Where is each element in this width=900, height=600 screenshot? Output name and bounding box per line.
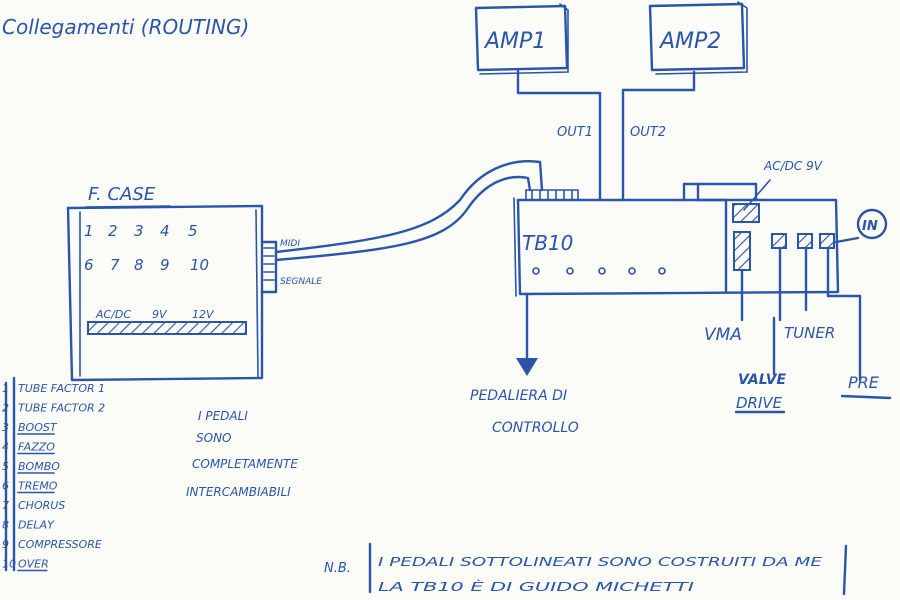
tb10-power-label: AC/DC 9V <box>763 159 823 173</box>
fcase-label: F. CASE <box>88 184 156 205</box>
pedal-name: TUBE FACTOR 2 <box>18 402 105 415</box>
fcase-slot-9: 9 <box>160 256 170 274</box>
tb10-knob-5 <box>658 267 666 275</box>
tb10-label: TB10 <box>522 231 573 255</box>
fcase-slot-6: 6 <box>84 256 94 274</box>
tb10-knob-2 <box>566 267 574 275</box>
pedal-name: DELAY <box>18 519 55 532</box>
pedal-number: 10 <box>2 558 16 571</box>
input-label: IN <box>862 219 878 234</box>
tb10-midi-port <box>525 189 579 201</box>
pedal-number: 8 <box>2 519 9 532</box>
pedal-number: 1 <box>2 382 9 395</box>
nb-prefix: N.B. <box>324 561 351 576</box>
tb10-tuner-jack <box>771 233 787 249</box>
fcase-slot-7: 7 <box>110 256 120 274</box>
fcase-slot-8: 8 <box>134 256 144 274</box>
drive-cable <box>772 246 808 376</box>
pedal-number: 9 <box>2 538 9 551</box>
out2-cable <box>621 70 696 202</box>
tb10-pre-jack <box>819 233 835 249</box>
pedaliera-label-1: PEDALIERA DI <box>470 388 567 404</box>
pedal-number: 6 <box>2 480 9 493</box>
fcase-slot-5: 5 <box>188 222 198 240</box>
input-circle <box>856 208 888 240</box>
tb10-vma-jack <box>733 231 751 271</box>
tb10-knob-3 <box>598 267 606 275</box>
pedal-number: 3 <box>2 421 9 434</box>
pedal-name: TUBE FACTOR 1 <box>18 382 105 395</box>
out2-label: OUT2 <box>630 125 666 140</box>
pre-cable <box>826 246 862 382</box>
fcase-slot-4: 4 <box>160 222 170 240</box>
valve-drive-label-1: VALVE <box>738 372 787 388</box>
fcase-power-bar <box>87 321 247 335</box>
fcase-power-acdc: AC/DC <box>95 308 131 321</box>
amp1-label: AMP1 <box>483 29 546 54</box>
fcase-port-connector <box>260 240 278 294</box>
pedal-name: BOOST <box>18 421 58 434</box>
pre-label: PRE <box>848 373 880 392</box>
fcase-slot-1: 1 <box>84 222 94 240</box>
note-line-1: I PEDALI <box>198 409 248 423</box>
tb10-power-jack <box>732 203 760 223</box>
note-line-2: SONO <box>196 431 231 445</box>
pedal-name: TREMO <box>18 480 58 493</box>
fcase-slot-10: 10 <box>190 256 209 274</box>
pedal-name: CHORUS <box>18 499 65 512</box>
fcase-slot-3: 3 <box>134 222 144 240</box>
pedaliera-label-2: CONTROLLO <box>492 420 579 436</box>
pedal-name: OVER <box>18 558 49 571</box>
nb-line-1: I PEDALI SOTTOLINEATI SONO COSTRUITI DA … <box>378 555 823 569</box>
note-line-4: INTERCAMBIABILI <box>186 485 291 499</box>
fcase-port-midi: MIDI <box>280 239 300 249</box>
pedaliera-arrow-icon <box>516 358 538 376</box>
midi-cable <box>274 160 544 254</box>
tb10-knob-4 <box>628 267 636 275</box>
out1-label: OUT1 <box>557 125 593 140</box>
amp2-label: AMP2 <box>658 29 721 54</box>
fcase-port-segnale: SEGNALE <box>280 277 322 287</box>
nb-line-2: LA TB10 È DI GUIDO MICHETTI <box>378 579 695 594</box>
pedal-name: COMPRESSORE <box>18 538 102 551</box>
out1-cable <box>516 68 602 202</box>
input-cable <box>834 236 860 244</box>
page-title: Collegamenti (ROUTING) <box>2 15 249 39</box>
pedal-number: 4 <box>2 441 9 454</box>
fcase-slot-2: 2 <box>108 222 118 240</box>
fcase-power-9v: 9V <box>152 308 168 321</box>
tuner-label: TUNER <box>784 324 835 342</box>
pedal-list: 1 TUBE FACTOR 1 2 TUBE FACTOR 2 3 BOOST 4 FAZZO… <box>2 376 105 572</box>
vma-label: VMA <box>704 325 742 345</box>
note-line-3: COMPLETAMENTE <box>192 457 298 471</box>
pedal-name: BOMBO <box>18 460 60 473</box>
tb10-knob-1 <box>532 267 540 275</box>
tb10-drive-jack <box>797 233 813 249</box>
amp2-box: AMP2 <box>648 1 748 75</box>
amp1-box: AMP1 <box>474 3 569 75</box>
fcase-box: F. CASE 1 2 3 4 5 6 7 8 9 10 AC/DC 9V 12… <box>66 184 264 382</box>
pedal-name: FAZZO <box>18 441 55 454</box>
tb10-rear-panel <box>682 182 758 294</box>
pedal-number: 7 <box>2 499 9 512</box>
pedal-number: 5 <box>2 460 9 473</box>
signal-cable <box>274 175 532 262</box>
valve-drive-label-2: DRIVE <box>736 394 783 412</box>
pedal-number: 2 <box>2 402 9 415</box>
tb10-box: TB10 <box>513 182 840 297</box>
fcase-power-12v: 12V <box>192 308 215 321</box>
